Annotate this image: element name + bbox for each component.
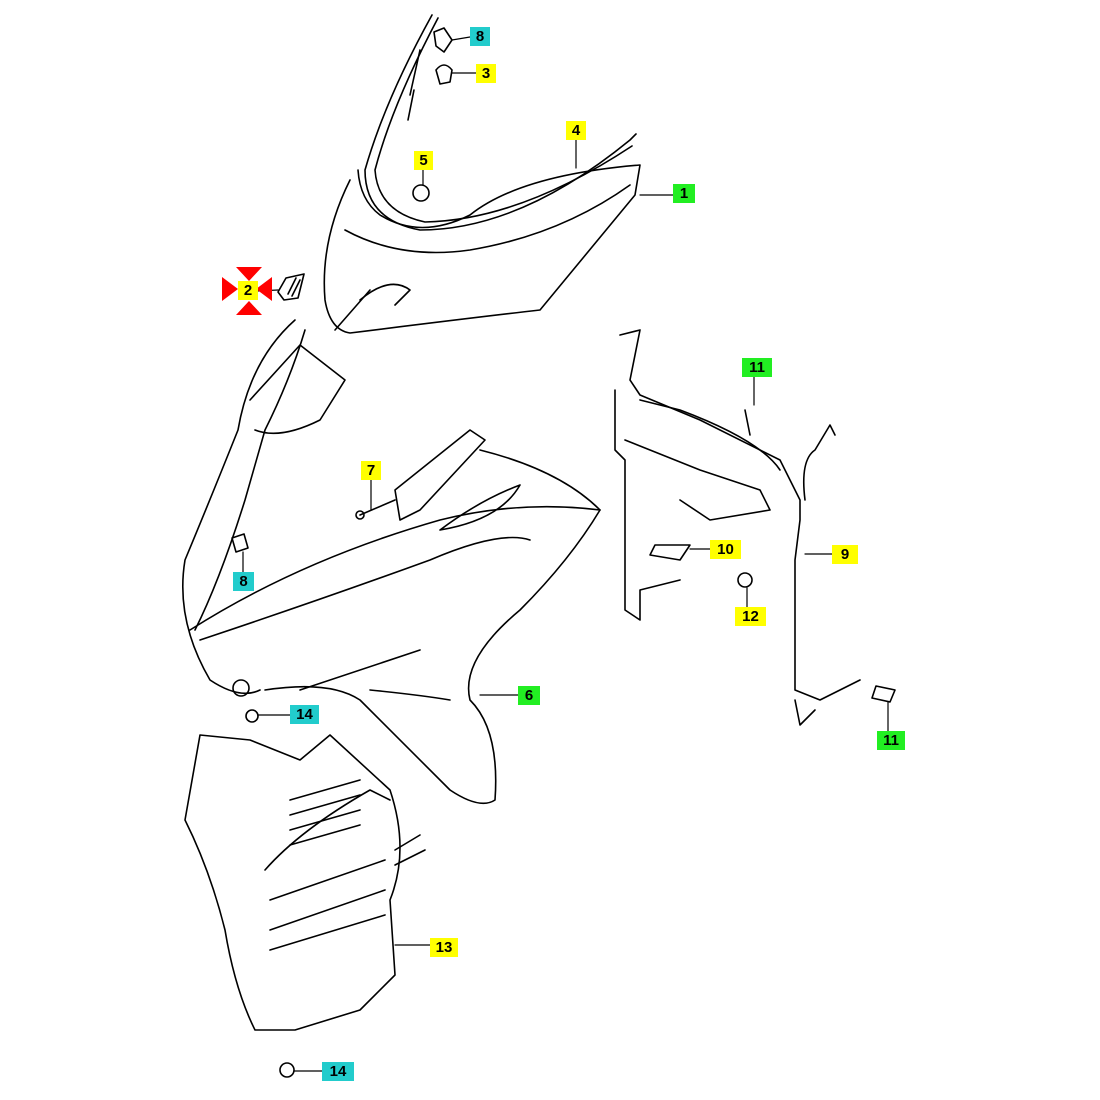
frame-part-9 bbox=[614, 329, 861, 726]
callout-6[interactable]: 6 bbox=[518, 686, 540, 705]
callout-1[interactable]: 1 bbox=[673, 184, 695, 203]
grommet bbox=[232, 679, 250, 697]
nut-part-12 bbox=[737, 572, 753, 588]
clip-part-8 bbox=[433, 27, 453, 53]
callout-8[interactable]: 8 bbox=[470, 27, 490, 46]
screw-head bbox=[355, 510, 365, 520]
bracket bbox=[394, 429, 486, 521]
callout-2[interactable]: 2 bbox=[238, 281, 258, 300]
trim-strip-part-4 bbox=[364, 14, 637, 231]
callout-14[interactable]: 14 bbox=[290, 705, 319, 724]
nut-part-5 bbox=[412, 184, 430, 202]
callout-5[interactable]: 5 bbox=[414, 151, 433, 170]
callout-7[interactable]: 7 bbox=[361, 461, 381, 480]
clip-part-8-lower bbox=[231, 533, 249, 553]
rivet-part-14 bbox=[245, 709, 259, 723]
callout-9[interactable]: 9 bbox=[832, 545, 858, 564]
callout-4[interactable]: 4 bbox=[566, 121, 586, 140]
callout-12[interactable]: 12 bbox=[735, 607, 766, 626]
callout-10[interactable]: 10 bbox=[710, 540, 741, 559]
clip-part-3 bbox=[435, 64, 453, 85]
front-cover-part-1 bbox=[323, 164, 641, 334]
bolt-part-11-lower bbox=[871, 685, 896, 703]
bolt-part-11 bbox=[744, 409, 751, 436]
callout-11-lower[interactable]: 11 bbox=[877, 731, 905, 750]
lower-cover-part-13 bbox=[184, 734, 426, 1031]
leader-lines bbox=[242, 35, 889, 1072]
callout-3[interactable]: 3 bbox=[476, 64, 496, 83]
callout-8-lower[interactable]: 8 bbox=[233, 572, 254, 591]
callout-14-lower[interactable]: 14 bbox=[322, 1062, 354, 1081]
callout-13[interactable]: 13 bbox=[430, 938, 458, 957]
highlight-arrows bbox=[222, 267, 272, 315]
screw-part-7 bbox=[359, 499, 396, 516]
emblem-part-2 bbox=[277, 273, 305, 301]
callout-11[interactable]: 11 bbox=[742, 358, 772, 377]
rivet-part-14-lower bbox=[279, 1062, 295, 1078]
leg-shield-part-6 bbox=[182, 319, 601, 805]
